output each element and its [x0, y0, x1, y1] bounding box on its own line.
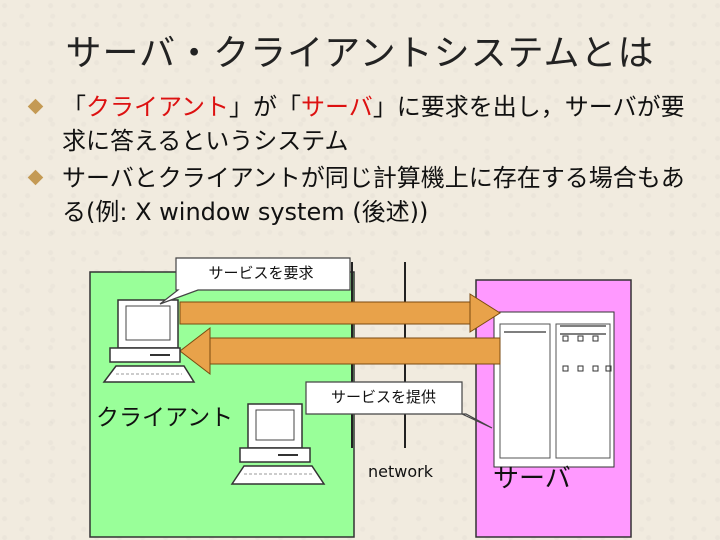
server-label: サーバ	[493, 458, 571, 495]
provide-label: サービスを提供	[306, 386, 461, 407]
server-panel-icon	[494, 312, 614, 467]
request-label: サービスを要求	[176, 262, 346, 283]
client-label: クライアント	[96, 398, 233, 432]
network-label: network	[368, 462, 433, 481]
